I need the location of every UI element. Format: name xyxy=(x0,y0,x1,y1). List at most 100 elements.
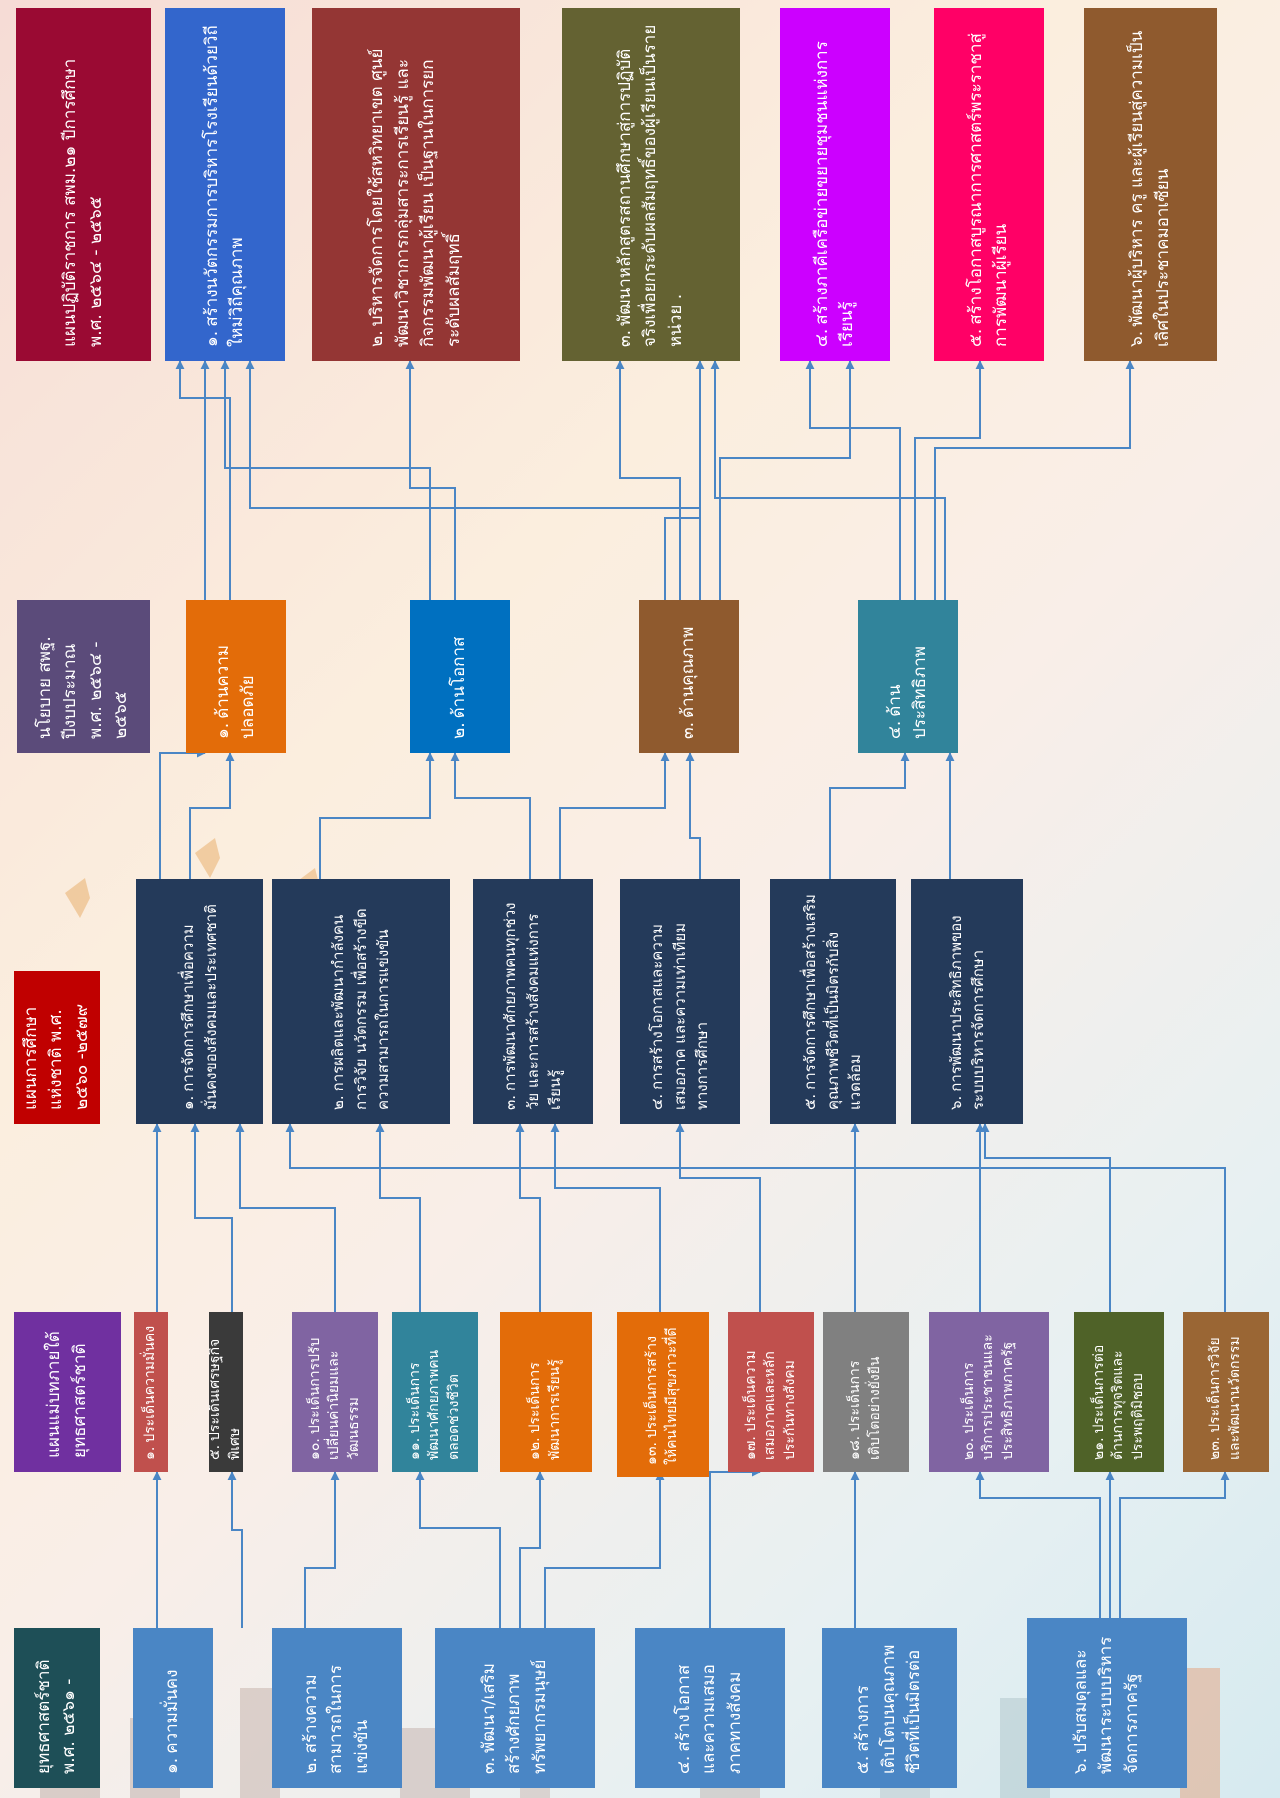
connector-arrow xyxy=(550,1123,661,1312)
education-plan-item-5-num: ๕. xyxy=(801,1093,820,1110)
policy-item-3: ๓. ด้านคุณภาพ xyxy=(639,600,739,753)
policy-item-4: ๔.ด้าน ประสิทธิภาพ xyxy=(858,600,958,753)
master-plan-item-3: ๑๐.ประเด็นการปรับเปลี่ยนค่านิยมและวัฒนธร… xyxy=(292,1312,378,1472)
connector-arrow xyxy=(934,360,1135,600)
master-plan-header: แผนแม่บทภายใต้ยุทธศาสตร์ชาติ xyxy=(14,1312,121,1472)
action-plan-header-label: แผนปฏิบัติราชการ สพม.๒๑ ปีการศึกษา พ.ศ. … xyxy=(60,58,106,347)
strategy-item-5-num: ๕. xyxy=(853,1755,874,1774)
action-plan-item-1: ๑.สร้างนวัตกรรมการบริหารโรงเรียนด้วยวิถี… xyxy=(165,8,285,361)
master-plan-item-5: ๑๒.ประเด็นการพัฒนาการเรียนรู้ xyxy=(500,1312,592,1472)
connector-arrow xyxy=(375,1123,421,1312)
education-plan-item-1: ๑.การจัดการศึกษาเพื่อความมั่นคงของสังคมแ… xyxy=(136,879,263,1124)
strategy-item-3: ๓.พัฒนา/เสริมสร้างศักยภาพทรัพยากรมนุษย์ xyxy=(435,1628,595,1788)
connector-arrow xyxy=(304,1471,340,1628)
action-plan-item-5: ๕.สร้างโอกาสบูรณาการศาสตร์พระราชาสู่การพ… xyxy=(934,8,1044,361)
education-plan-item-1-label: การจัดการศึกษาเพื่อความมั่นคงของสังคมและ… xyxy=(179,904,220,1110)
action-plan-header: แผนปฏิบัติราชการ สพม.๒๑ ปีการศึกษา พ.ศ. … xyxy=(16,8,151,361)
master-plan-item-4-num: ๑๑. xyxy=(406,1437,423,1460)
action-plan-item-2-num: ๒. xyxy=(367,330,387,347)
connector-arrow xyxy=(285,1123,1226,1312)
master-plan-item-8: ๑๘.ประเด็นการเติบโตอย่างยั่งยืน xyxy=(823,1312,909,1472)
connector-arrow xyxy=(415,1471,501,1628)
master-plan-item-1-label: ประเด็นความมั่นคง xyxy=(142,1325,159,1443)
education-plan-item-4: ๔.การสร้างโอกาสและความเสมอภาค และความเท่… xyxy=(620,879,740,1124)
action-plan-item-5-num: ๕. xyxy=(965,328,986,347)
strategy-item-6: ๖.ปรับสมดุลและพัฒนาระบบบริหารจัดการภาครั… xyxy=(1027,1618,1187,1788)
master-plan-item-1: ๑. ประเด็นความมั่นคง xyxy=(134,1312,168,1472)
action-plan-item-2-label: บริหารจัดการโดยใช้สหวิทยาเขต ศูนย์พัฒนาว… xyxy=(367,48,464,347)
master-plan-item-8-num: ๑๘. xyxy=(847,1435,864,1460)
master-plan-item-10: ๒๑.ประเด็นการต่อต้านการทุจริตและประพฤติม… xyxy=(1074,1312,1164,1472)
master-plan-item-9-num: ๒๐. xyxy=(960,1437,977,1460)
strategy-item-5-label: สร้างการเติบโตบนคุณภาพชีวิตที่เป็นมิตรต่… xyxy=(853,1644,925,1774)
action-plan-item-3-label: พัฒนาหลักสูตรสถานศึกษาสู่การปฏิบัติจริงเ… xyxy=(614,24,686,347)
strategy-item-4: ๔.สร้างโอกาสและความเสมอภาคทางสังคม xyxy=(635,1628,785,1788)
master-plan-item-10-num: ๒๑. xyxy=(1090,1437,1107,1460)
policy-item-2: ๒. ด้านโอกาส xyxy=(410,600,510,753)
connector-arrow xyxy=(709,1467,761,1628)
education-plan-item-3: ๓.การพัฒนาศักยภาพคนทุกช่วงวัย และการสร้า… xyxy=(473,879,593,1124)
education-plan-item-3-label: การพัฒนาศักยภาพคนทุกช่วงวัย และการสร้างส… xyxy=(501,902,565,1110)
connector-arrow xyxy=(685,752,701,879)
action-plan-item-4-num: ๔. xyxy=(811,328,832,347)
policy-item-2-num: ๒. xyxy=(449,722,470,739)
master-plan-item-5-num: ๑๒. xyxy=(527,1437,544,1460)
strategy-item-4-num: ๔. xyxy=(673,1755,694,1774)
education-plan-item-2-num: ๒. xyxy=(329,1095,348,1110)
strategy-item-6-num: ๖. xyxy=(1070,1757,1091,1774)
master-plan-item-4: ๑๑.ประเด็นการพัฒนาศักยภาพคนตลอดช่วงชีวิต xyxy=(392,1312,478,1472)
connector-arrow xyxy=(450,752,531,879)
policy-item-2-label: ด้านโอกาส xyxy=(449,636,470,719)
action-plan-item-6-num: ๖. xyxy=(1127,330,1147,347)
connector-arrow xyxy=(975,1471,1101,1628)
policy-header: นโยบาย สพฐ. ปีงบประมาณ พ.ศ. ๒๕๖๔ - ๒๕๖๕ xyxy=(17,600,150,753)
action-plan-item-4-label: สร้างโอกาสบูรณาการศาสตร์พระราชาสู่การพัฒ… xyxy=(965,33,1012,347)
connector-arrow xyxy=(189,752,235,879)
education-plan-item-2-label: การผลิตและพัฒนากำลังคน การวิจัย นวัตกรรม… xyxy=(329,908,393,1110)
policy-item-1: ๑.ด้านความปลอดภัย xyxy=(186,600,286,753)
action-plan-item-6-label: พัฒนาผู้บริหาร ครู และผู้เรียนสู่ความเป็… xyxy=(1127,30,1173,347)
education-plan-item-6: ๖.การพัฒนาประสิทธิภาพของระบบบริหารจัดการ… xyxy=(911,879,1023,1124)
connector-arrow xyxy=(319,752,435,879)
education-plan-header: แผนการศึกษาแห่งชาติ พ.ศ. ๒๕๖๐ -๒๕๗๙ xyxy=(14,971,100,1124)
connector-arrow xyxy=(519,1471,545,1628)
action-plan-item-1-num: ๑. xyxy=(201,330,222,347)
strategy-header-label: ยุทธศาสตร์ชาติ พ.ศ. ๒๕๖๑ - xyxy=(33,1659,80,1774)
master-plan-item-7-num: ๑๗. xyxy=(742,1436,759,1460)
action-plan-item-6: ๖.พัฒนาผู้บริหาร ครู และผู้เรียนสู่ความเ… xyxy=(1084,8,1217,361)
education-plan-item-1-num: ๑. xyxy=(179,1095,197,1110)
education-plan-item-5: ๕.การจัดการศึกษาเพื่อสร้างเสริมคุณภาพชีว… xyxy=(770,879,896,1124)
connector-arrow xyxy=(405,360,456,600)
master-plan-item-9: ๒๐.ประเด็นการบริการประชาชนและประสิทธิภาพ… xyxy=(929,1312,1049,1472)
master-plan-item-3-num: ๑๐. xyxy=(306,1438,323,1460)
education-plan-item-4-num: ๔. xyxy=(648,1093,667,1110)
education-plan-header-label: แผนการศึกษาแห่งชาติ พ.ศ. ๒๕๖๐ -๒๕๗๙ xyxy=(20,1003,92,1110)
policy-item-3-label: ด้านคุณภาพ xyxy=(678,626,699,718)
connector-arrow xyxy=(220,360,431,600)
master-plan-item-11-num: ๒๓. xyxy=(1207,1436,1224,1460)
connector-arrow xyxy=(544,1471,665,1628)
master-plan-item-6: ๑๓.ประเด็นการสร้างให้คนไทยมีสุขภาวะที่ดี xyxy=(617,1312,709,1477)
connector-arrow xyxy=(190,1123,233,1312)
action-plan-item-1-label: สร้างนวัตกรรมการบริหารโรงเรียนด้วยวิถีให… xyxy=(201,25,248,347)
connector-arrow xyxy=(710,360,946,600)
master-plan-item-1-num: ๑. xyxy=(142,1446,159,1460)
strategy-item-2: ๒.สร้างความสามารถในการแข่งขัน xyxy=(272,1628,402,1788)
connector-arrow xyxy=(175,360,231,600)
action-plan-item-4: ๔.สร้างภาคีเครือข่ายขยายชุมชนแห่งการเรีย… xyxy=(780,8,890,361)
master-plan-item-2: ๕.ประเด็นเศรษฐกิจพิเศษ xyxy=(209,1312,243,1472)
strategy-item-1-label: ความมั่นคง xyxy=(162,1669,183,1754)
connector-arrow xyxy=(664,360,705,600)
education-plan-item-4-label: การสร้างโอกาสและความเสมอภาค และความเท่าเ… xyxy=(648,922,712,1110)
master-plan-item-7: ๑๗.ประเด็นความเสมอภาคและหลักประกันทางสัง… xyxy=(728,1312,814,1472)
action-plan-item-2: ๒.บริหารจัดการโดยใช้สหวิทยาเขต ศูนย์พัฒน… xyxy=(312,8,520,361)
strategy-item-1: ๑. ความมั่นคง xyxy=(133,1628,213,1788)
education-plan-item-2: ๒.การผลิตและพัฒนากำลังคน การวิจัย นวัตกร… xyxy=(272,879,450,1124)
master-plan-item-2-num: ๕. xyxy=(209,1444,224,1460)
connector-arrow xyxy=(719,360,855,600)
strategy-item-1-num: ๑. xyxy=(162,1757,183,1774)
policy-item-3-num: ๓. xyxy=(678,721,699,739)
education-plan-item-5-label: การจัดการศึกษาเพื่อสร้างเสริมคุณภาพชีวิต… xyxy=(801,894,865,1110)
